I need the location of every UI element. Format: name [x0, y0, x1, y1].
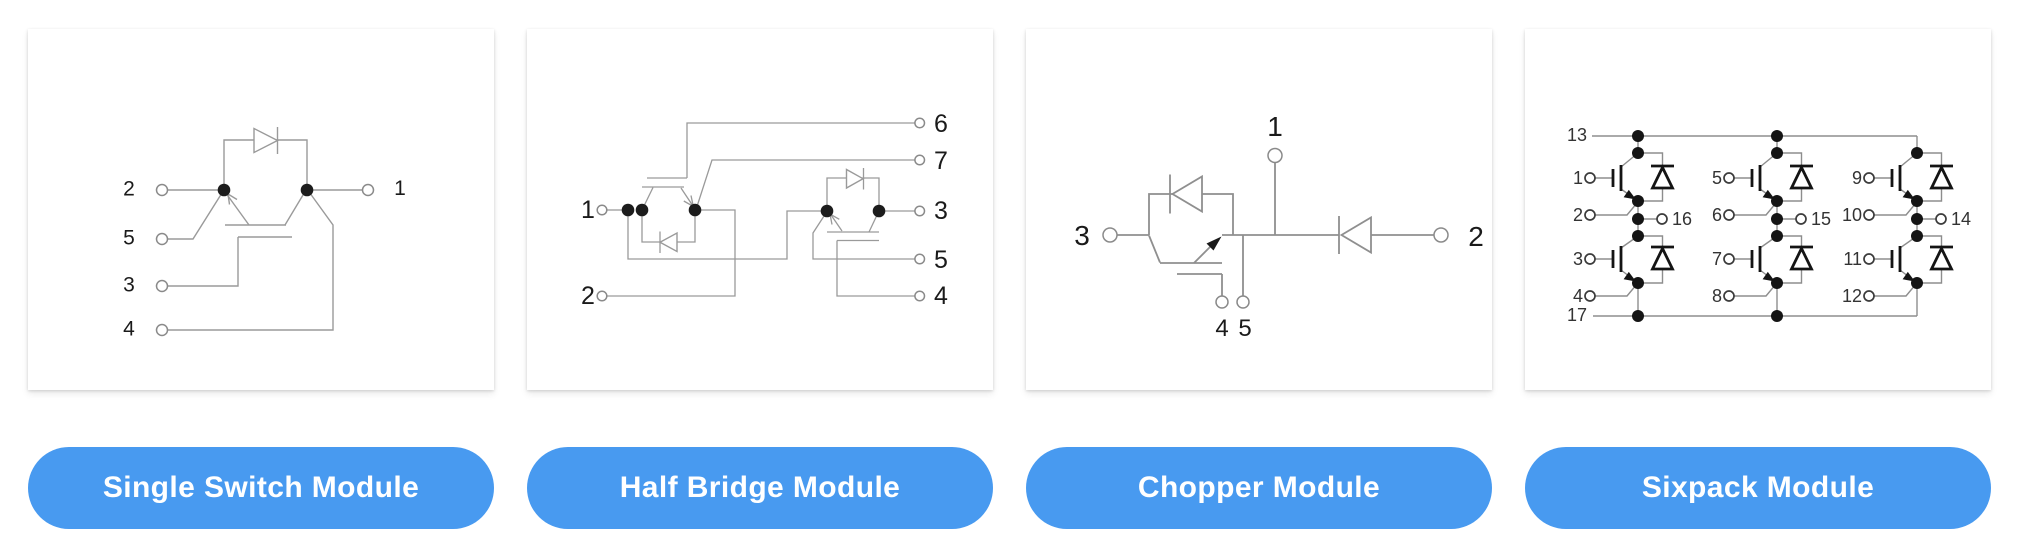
terminal-label: 4 — [1573, 286, 1583, 306]
chopper-schematic: 1 3 2 4 5 — [1074, 111, 1484, 342]
terminal-label: 1 — [1267, 111, 1283, 142]
terminal-label: 4 — [1215, 315, 1228, 342]
terminal-label: 7 — [1712, 249, 1722, 269]
terminal-label: 6 — [934, 110, 948, 138]
single-switch-module-button[interactable]: Single Switch Module — [28, 447, 494, 529]
terminal-label: 15 — [1811, 209, 1831, 229]
terminal-label: 2 — [1468, 221, 1484, 252]
half-bridge-module-button[interactable]: Half Bridge Module — [527, 447, 993, 529]
wires — [1117, 162, 1434, 296]
terminal-label: 11 — [1843, 249, 1862, 269]
igbt-emitter-arrow-icon — [1206, 236, 1222, 251]
terminal-label: 1 — [1573, 168, 1583, 188]
terminal-labels: 13 17 1 2 3 4 5 6 7 8 9 10 11 12 16 15 1 — [1567, 125, 1971, 325]
terminal-label: 5 — [1712, 168, 1722, 188]
terminal-label: 2 — [581, 282, 595, 310]
phase-leg-u — [1583, 134, 1676, 318]
terminal-label: 1 — [394, 177, 406, 200]
sixpack-module-button[interactable]: Sixpack Module — [1525, 447, 1991, 529]
terminal-label: 13 — [1567, 125, 1587, 145]
dc-bus-rails — [1592, 135, 1917, 317]
terminal-label: 5 — [934, 246, 948, 274]
terminal-label: 1 — [581, 196, 595, 224]
terminal-labels: 1 2 6 7 3 5 4 — [581, 110, 948, 310]
terminal-label: 5 — [123, 227, 135, 250]
terminal-label: 8 — [1712, 286, 1722, 306]
terminal-circles — [1102, 147, 1449, 309]
chopper-module-section: 1 3 2 4 5 Chopper Module — [1026, 29, 1492, 558]
half-bridge-schematic-panel: 1 2 6 7 3 5 4 — [527, 29, 993, 390]
terminal-circles — [596, 117, 926, 302]
terminal-label: 4 — [934, 282, 948, 310]
diode-icon — [253, 127, 280, 154]
junction-dots — [217, 183, 314, 197]
terminal-label: 14 — [1951, 209, 1971, 229]
sixpack-schematic-panel: 13 17 1 2 3 4 5 6 7 8 9 10 11 12 16 15 1 — [1525, 29, 1991, 390]
diode-icon — [1169, 174, 1372, 255]
terminal-label: 5 — [1238, 315, 1251, 342]
terminal-label: 9 — [1852, 168, 1862, 188]
terminal-label: 16 — [1672, 209, 1692, 229]
terminal-label: 3 — [1074, 220, 1090, 251]
sixpack-module-section: 13 17 1 2 3 4 5 6 7 8 9 10 11 12 16 15 1 — [1525, 29, 1991, 558]
diode-icon — [658, 168, 865, 253]
phase-leg-w — [1862, 134, 1955, 318]
wires — [167, 139, 363, 331]
terminal-label: 12 — [1842, 286, 1862, 306]
chopper-schematic-panel: 1 3 2 4 5 — [1026, 29, 1492, 390]
terminal-label: 4 — [123, 318, 135, 341]
phase-leg-v — [1722, 134, 1815, 318]
terminal-label: 2 — [123, 178, 135, 201]
bus-junction-dots — [1632, 130, 1783, 322]
chopper-module-button[interactable]: Chopper Module — [1026, 447, 1492, 529]
terminal-label: 17 — [1567, 305, 1587, 325]
terminal-labels: 2 5 3 4 1 — [123, 177, 406, 341]
terminal-label: 2 — [1573, 205, 1583, 225]
terminal-label: 7 — [934, 147, 948, 175]
terminal-label: 6 — [1712, 205, 1722, 225]
terminal-label: 3 — [934, 197, 948, 225]
wires — [607, 122, 915, 297]
single-switch-module-section: 2 5 3 4 1 Single Switch Module — [28, 29, 494, 558]
sixpack-schematic: 13 17 1 2 3 4 5 6 7 8 9 10 11 12 16 15 1 — [1567, 125, 1971, 325]
terminal-circles — [155, 183, 375, 337]
terminal-label: 3 — [1573, 249, 1583, 269]
single-switch-schematic-panel: 2 5 3 4 1 — [28, 29, 494, 390]
terminal-label: 10 — [1842, 205, 1862, 225]
single-switch-schematic: 2 5 3 4 1 — [123, 127, 406, 341]
junction-dots — [621, 203, 886, 218]
half-bridge-module-section: 1 2 6 7 3 5 4 Half Bridge Module — [527, 29, 993, 558]
terminal-label: 3 — [123, 274, 135, 297]
terminal-labels: 1 3 2 4 5 — [1074, 111, 1484, 342]
half-bridge-schematic: 1 2 6 7 3 5 4 — [581, 110, 948, 310]
